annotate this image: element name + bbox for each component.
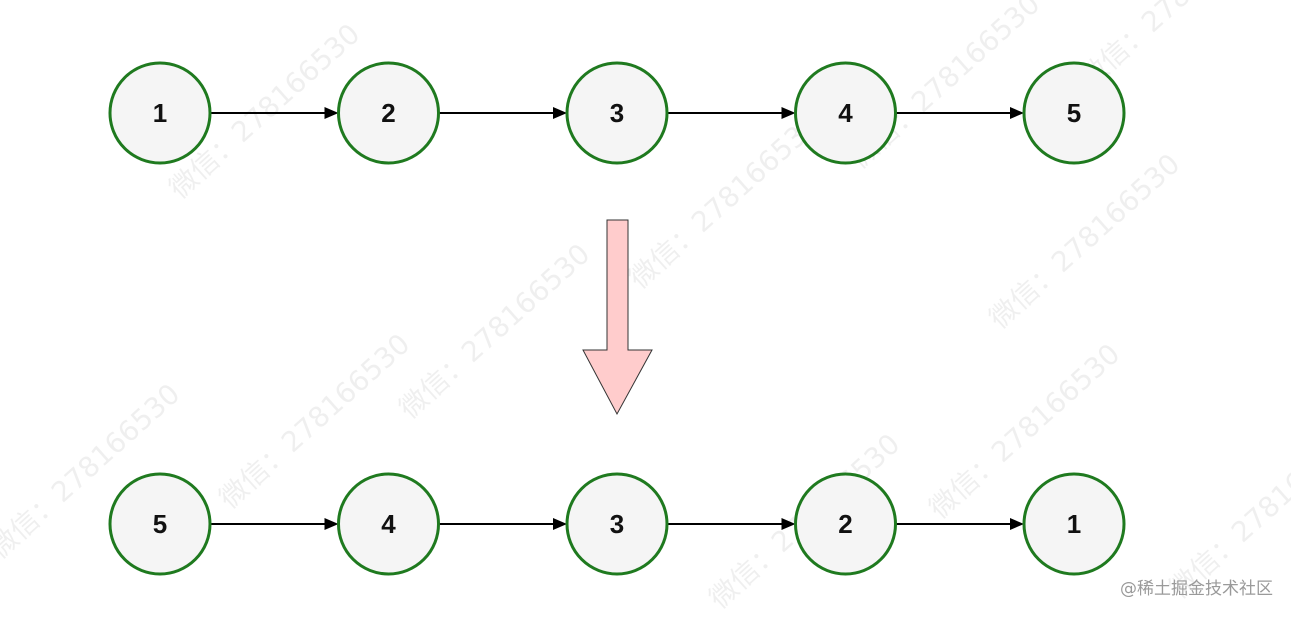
top-list-node: 3 [565, 61, 669, 165]
node-circle [794, 61, 897, 165]
bottom-list-node: 1 [1022, 472, 1126, 576]
node-label: 4 [381, 509, 396, 539]
arrowhead-icon [553, 518, 567, 530]
bottom-edge-arrow [210, 518, 339, 530]
arrowhead-icon [1010, 518, 1024, 530]
node-label: 1 [153, 98, 167, 128]
source-credit: @稀土掘金技术社区 [1120, 579, 1273, 599]
node-circle [108, 61, 212, 165]
node-label: 2 [838, 509, 852, 539]
node-circle [337, 472, 440, 576]
node-circle [565, 472, 669, 576]
node-label: 1 [1067, 509, 1081, 539]
node-circle [108, 472, 212, 576]
bottom-list-node: 3 [565, 472, 669, 576]
node-label: 3 [610, 509, 624, 539]
arrowhead-icon [1010, 107, 1024, 119]
node-label: 2 [381, 98, 395, 128]
arrowhead-icon [324, 518, 339, 530]
arrowhead-icon [553, 107, 567, 119]
node-circle [1022, 61, 1126, 165]
node-label: 5 [1067, 98, 1081, 128]
node-label: 3 [610, 98, 624, 128]
bottom-list-node: 2 [794, 472, 897, 576]
bottom-edge-arrow [895, 518, 1024, 530]
top-list-node: 4 [794, 61, 897, 165]
top-edge-arrow [210, 107, 339, 119]
bottom-edge-arrow [438, 518, 567, 530]
down-arrow-icon [582, 219, 653, 416]
arrowhead-icon [781, 107, 796, 119]
bottom-list-node: 5 [108, 472, 212, 576]
node-circle [337, 61, 440, 165]
top-row-list: 1 2 3 4 5 [108, 61, 1126, 165]
node-circle [565, 61, 669, 165]
top-edge-arrow [895, 107, 1024, 119]
top-list-node: 1 [108, 61, 212, 165]
node-label: 5 [153, 509, 167, 539]
node-label: 4 [838, 98, 853, 128]
top-edge-arrow [667, 107, 796, 119]
top-edge-arrow [438, 107, 567, 119]
arrowhead-icon [781, 518, 796, 530]
top-list-node: 5 [1022, 61, 1126, 165]
bottom-row-list: 5 4 3 2 1 [108, 472, 1126, 576]
bottom-edge-arrow [667, 518, 796, 530]
node-circle [1022, 472, 1126, 576]
bottom-list-node: 4 [337, 472, 440, 576]
top-list-node: 2 [337, 61, 440, 165]
node-circle [794, 472, 897, 576]
watermark-text: 微信：278166530 [983, 147, 1187, 335]
arrowhead-icon [324, 107, 339, 119]
watermark-text: 微信：278166530 [393, 237, 597, 425]
